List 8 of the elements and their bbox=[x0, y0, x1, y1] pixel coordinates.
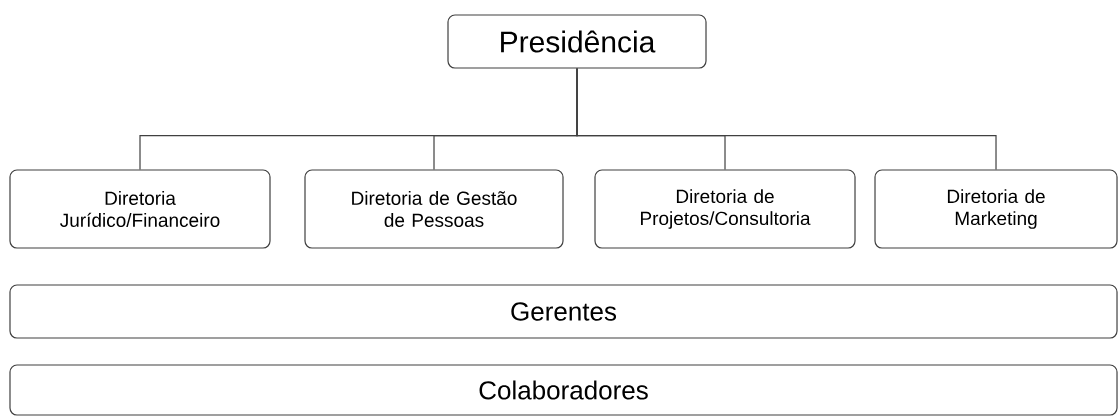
level-band: Gerentes bbox=[9, 284, 1118, 339]
org-box: Diretoria de Gestão de Pessoas bbox=[304, 169, 564, 249]
org-box: Diretoria de Projetos/Consultoria bbox=[594, 169, 856, 249]
level-band: Colaboradores bbox=[9, 364, 1118, 416]
connector-line bbox=[576, 68, 997, 170]
org-box: Presidência bbox=[447, 14, 707, 69]
org-box: Diretoria Jurídico/Financeiro bbox=[9, 169, 271, 249]
org-box: Diretoria de Marketing bbox=[874, 169, 1118, 249]
